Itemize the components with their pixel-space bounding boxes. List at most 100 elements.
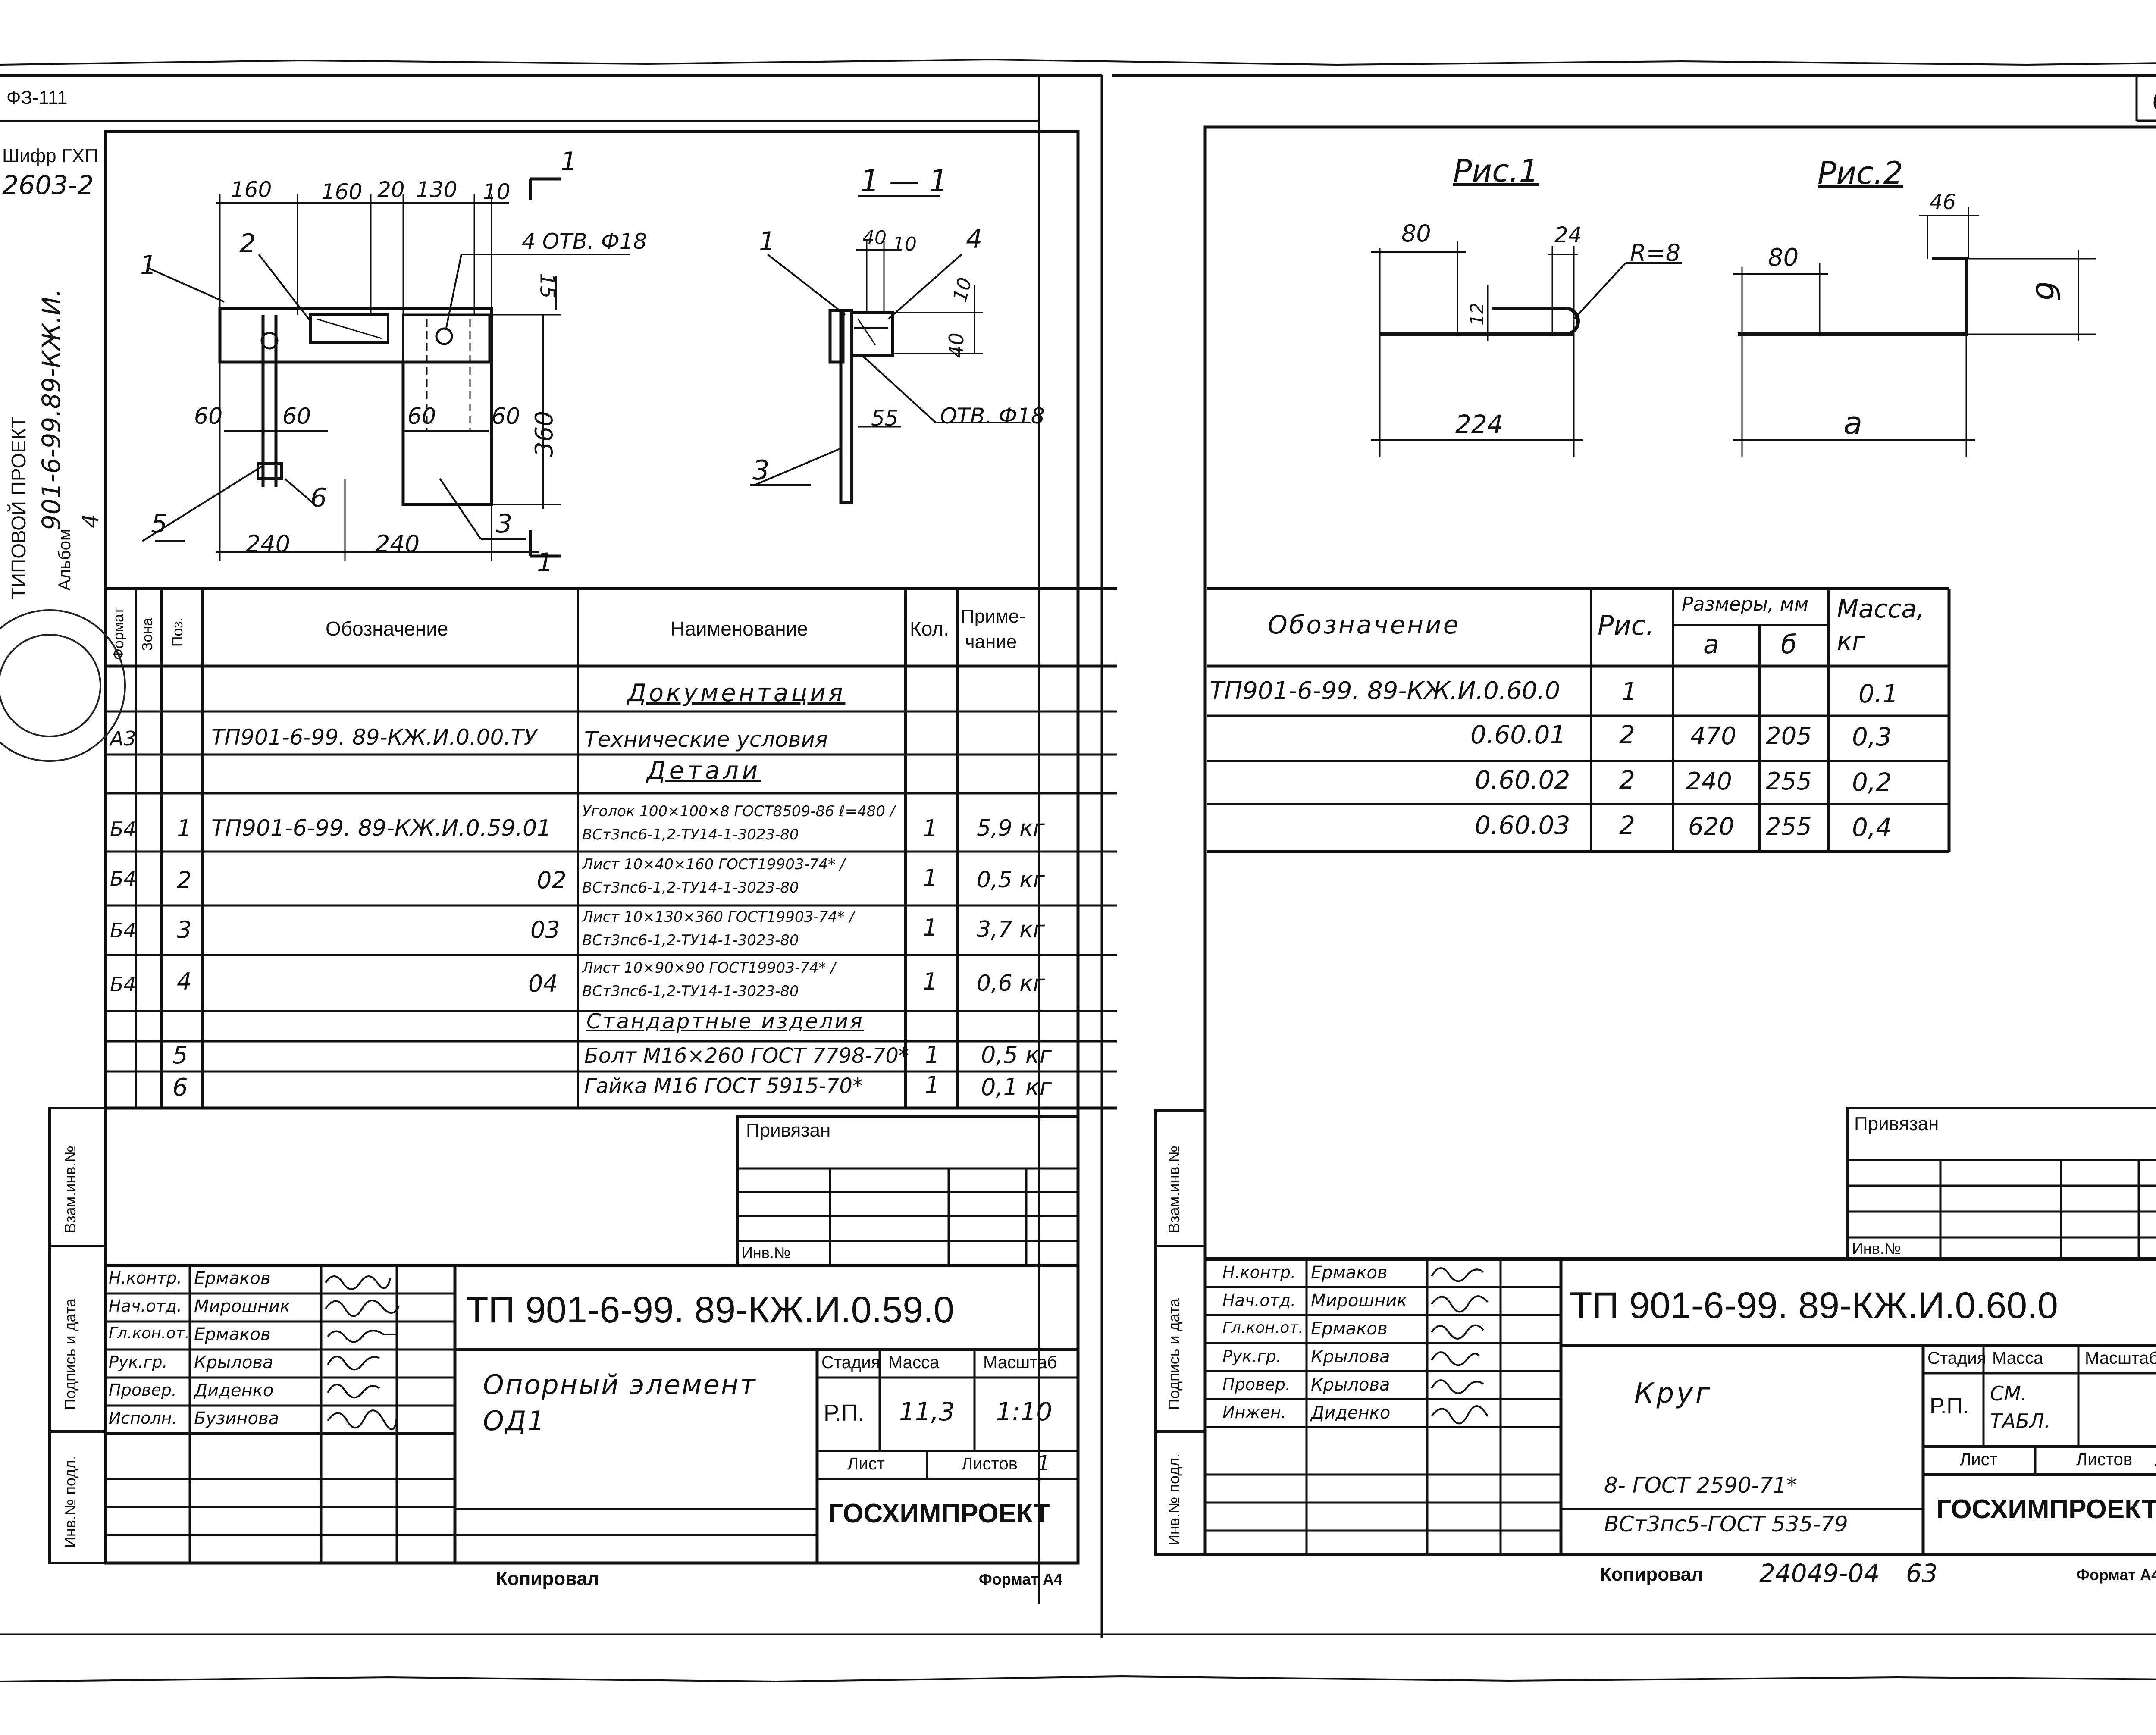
table-row-designation: 0.60.03 <box>1475 811 1570 840</box>
dim-240-a: 240 <box>246 530 291 557</box>
copy-number: 24049-04 <box>1759 1559 1880 1588</box>
organization: ГОСХИМПРОЕКТ <box>1936 1494 2156 1524</box>
section-mark-bottom: 1 <box>537 548 554 578</box>
sheet-label: Лист <box>847 1454 885 1473</box>
spec-row-designation: 02 <box>537 867 567 894</box>
spec-row-note: 5,9 кг <box>977 815 1045 841</box>
hole-note: 4 ОТВ. Ф18 <box>522 229 647 254</box>
spec-row-designation: ТП901-6-99. 89-КЖ.И.0.59.01 <box>211 815 552 841</box>
table-row-designation: 0.60.01 <box>1470 720 1566 749</box>
role-label: Н.контр. <box>1222 1263 1296 1282</box>
spec-row-name: Гайка М16 ГОСТ 5915-70* <box>584 1074 863 1098</box>
mass-value: 11,3 <box>899 1397 955 1426</box>
role-name: Ермаков <box>1311 1263 1388 1283</box>
mass-label: Масса <box>1992 1349 2043 1368</box>
table-row-b: 205 <box>1766 722 1812 750</box>
role-name: Бузинова <box>194 1409 279 1428</box>
table-row-b: 255 <box>1766 813 1812 841</box>
sheets-value: 1 <box>1037 1451 1050 1475</box>
sheets-label: Листов <box>2076 1450 2132 1469</box>
spec-row-name: Лист 10×130×360 ГОСТ19903-74* / ВСт3пс6-… <box>582 908 854 949</box>
fig2-dim-46: 46 <box>1930 190 1956 214</box>
drawing-title: Круг <box>1634 1378 1713 1409</box>
mass-label: Масса <box>888 1353 940 1372</box>
callout-2: 2 <box>239 229 256 259</box>
drawing-code: ТП 901-6-99. 89-КЖ.И.0.59.0 <box>466 1289 954 1331</box>
format-label: Формат А4 <box>2076 1566 2156 1584</box>
role-name: Мирошник <box>194 1297 291 1316</box>
table-header-b: б <box>1781 629 1797 660</box>
copied-label: Копировал <box>1600 1564 1704 1585</box>
role-label: Инжен. <box>1222 1403 1286 1422</box>
spec-row-name: Уголок 100×100×8 ГОСТ8509-86 ℓ=480 / ВСт… <box>582 803 895 844</box>
dim-60-b: 60 <box>282 404 311 429</box>
spec-row-pos: 2 <box>177 867 192 894</box>
table-row-fig: 2 <box>1619 720 1635 749</box>
spec-row-note: 0,5 кг <box>981 1041 1052 1068</box>
dim-60-a: 60 <box>194 404 223 429</box>
table-row-designation: ТП901-6-99. 89-КЖ.И.0.60.0 <box>1210 677 1561 705</box>
spec-row-standard: Стандартные изделия <box>586 1009 864 1033</box>
table-header-fig: Рис. <box>1598 610 1655 641</box>
role-label: Провер. <box>1222 1375 1291 1394</box>
stage-value: Р.П. <box>1930 1394 1969 1419</box>
role-name: Ермаков <box>194 1325 271 1344</box>
table-header-designation: Обозначение <box>1268 610 1460 639</box>
format-code: ФЗ-111 <box>6 87 68 108</box>
section-dim-55: 55 <box>871 406 899 431</box>
spec-row-qty: 1 <box>923 914 938 941</box>
role-name: Крылова <box>194 1353 273 1372</box>
spec-row-designation: 03 <box>530 916 560 943</box>
spec-row-note: 3,7 кг <box>977 917 1045 943</box>
sheets-value: 1 <box>2154 1449 2156 1469</box>
callout-6: 6 <box>310 483 327 513</box>
table-row-fig: 2 <box>1619 811 1635 840</box>
fig2-title: Рис.2 <box>1818 155 1903 191</box>
spec-row-name: Технические условия <box>584 727 828 752</box>
stage-label: Стадия <box>821 1353 881 1372</box>
dim-130: 130 <box>416 177 458 202</box>
role-label: Нач.отд. <box>1222 1291 1296 1310</box>
callout-3: 3 <box>496 509 513 539</box>
table-row-mass: 0.1 <box>1858 679 1899 708</box>
spec-row-qty: 1 <box>925 1071 940 1099</box>
inv-no-label: Инв.№ <box>742 1244 791 1262</box>
header-qty: Кол. <box>910 617 949 640</box>
sheets-label: Листов <box>962 1454 1018 1473</box>
role-label: Провер. <box>109 1381 177 1400</box>
table-header-mass: Масса, кг <box>1837 594 1925 656</box>
spec-row-name: Лист 10×40×160 ГОСТ19903-74* / ВСт3пс6-1… <box>582 856 845 897</box>
spec-row-format: Б4 <box>110 817 136 841</box>
spec-row-pos: 1 <box>177 815 192 842</box>
seal-stamp <box>0 609 126 762</box>
header-name: Наименование <box>671 617 808 640</box>
role-name: Диденко <box>194 1381 274 1400</box>
spec-row-details: Детали <box>647 757 761 785</box>
spec-row-name: Болт М16×260 ГОСТ 7798-70* <box>584 1044 909 1068</box>
table-row-b: 255 <box>1766 767 1812 795</box>
role-label: Рук.гр. <box>1222 1347 1282 1366</box>
table-row-designation: 0.60.02 <box>1475 765 1570 795</box>
spec-row-note: 0,1 кг <box>981 1074 1052 1101</box>
dim-240-b: 240 <box>375 530 420 557</box>
fig1-radius: R=8 <box>1630 239 1681 266</box>
dim-160-a: 160 <box>231 177 272 202</box>
fig1-title: Рис.1 <box>1453 153 1539 189</box>
table-row-fig: 1 <box>1621 677 1637 706</box>
role-name: Крылова <box>1311 1375 1390 1395</box>
spec-row-qty: 1 <box>923 815 938 842</box>
fig2-var-a: a <box>1843 405 1863 441</box>
dim-20: 20 <box>377 177 405 202</box>
spec-row-name: Лист 10×90×90 ГОСТ19903-74* / ВСт3пс6-1,… <box>582 959 836 1000</box>
material-line-1: 8- ГОСТ 2590-71* <box>1604 1473 1798 1498</box>
role-label: Исполн. <box>109 1409 177 1428</box>
table-row-fig: 2 <box>1619 765 1635 795</box>
section-dim-10: 10 <box>893 233 917 255</box>
section-title: 1 — 1 <box>860 163 948 199</box>
dim-60-c: 60 <box>407 404 436 429</box>
header-designation: Обозначение <box>326 617 448 640</box>
role-label: Н.контр. <box>109 1268 182 1287</box>
